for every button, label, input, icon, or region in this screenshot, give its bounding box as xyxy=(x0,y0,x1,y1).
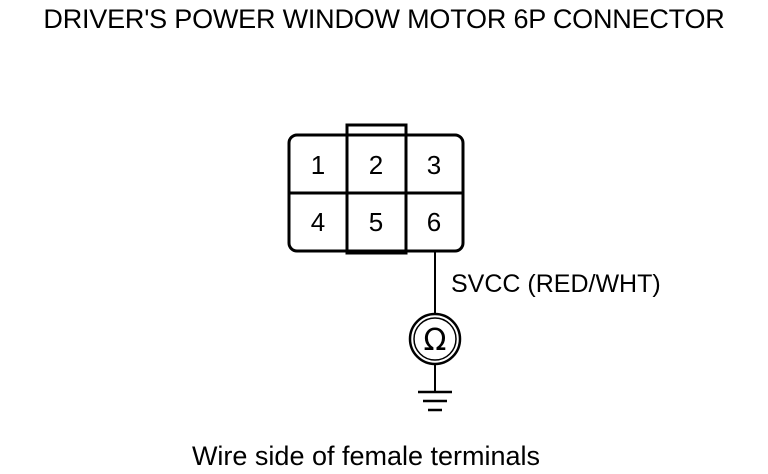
connector-pins: 1 2 3 4 5 6 xyxy=(311,150,441,237)
pin-5: 5 xyxy=(369,207,383,237)
wire-label: SVCC (RED/WHT) xyxy=(451,270,661,298)
pin-6: 6 xyxy=(427,207,441,237)
pin-4: 4 xyxy=(311,207,325,237)
pin-2: 2 xyxy=(369,150,383,180)
connector-lock-tab xyxy=(345,123,408,135)
connector-housing xyxy=(287,123,465,255)
diagram-caption: Wire side of female terminals xyxy=(191,441,541,471)
ohmmeter-icon: Ω xyxy=(408,312,462,366)
diagram-title: DRIVER'S POWER WINDOW MOTOR 6P CONNECTOR xyxy=(43,4,725,34)
pin-1: 1 xyxy=(311,150,325,180)
ground-icon xyxy=(418,390,452,412)
pin-3: 3 xyxy=(427,150,441,180)
ohm-symbol: Ω xyxy=(424,323,447,358)
